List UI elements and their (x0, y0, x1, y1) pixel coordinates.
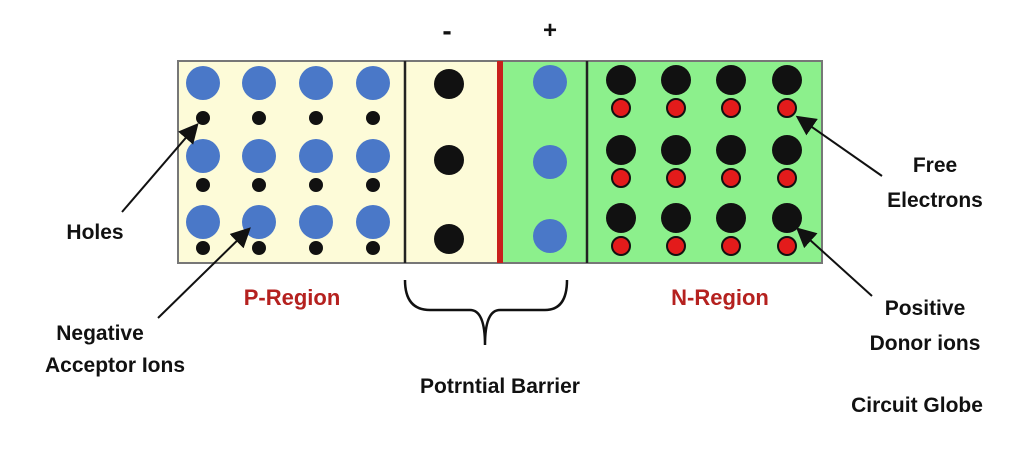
holes-label: Holes (66, 221, 123, 244)
acceptor-ion (242, 66, 276, 100)
depletion-positive-ion (533, 65, 567, 99)
acceptor-ion (356, 66, 390, 100)
p-region-label: P-Region (244, 285, 341, 310)
donor-ion (666, 236, 686, 256)
acceptor-ion (242, 139, 276, 173)
donor-ion (611, 236, 631, 256)
minus-sign: - (442, 15, 451, 46)
free-electron (606, 135, 636, 165)
donor-arrow (796, 227, 873, 297)
acceptor-ion (299, 205, 333, 239)
free-electron (661, 65, 691, 95)
barrier-brace (403, 279, 569, 346)
plus-sign: + (543, 17, 557, 44)
hole (309, 111, 323, 125)
donor-ion (721, 168, 741, 188)
n-region-label: N-Region (671, 285, 769, 310)
free-electron (606, 203, 636, 233)
acceptor-ion (242, 205, 276, 239)
free-electron (716, 203, 746, 233)
free-electron (661, 203, 691, 233)
acceptor-ion (186, 139, 220, 173)
free-electron (772, 135, 802, 165)
donor-ion (611, 98, 631, 118)
free-electron (772, 65, 802, 95)
hole (309, 178, 323, 192)
negative-acceptor-label-1: Negative (56, 322, 144, 345)
positive-donor-label-2: Donor ions (870, 332, 981, 355)
acceptor-ion (186, 205, 220, 239)
credit-label: Circuit Globe (851, 394, 983, 417)
hole (252, 111, 266, 125)
depletion-negative-ion (434, 145, 464, 175)
donor-ion (666, 168, 686, 188)
free-electron (606, 65, 636, 95)
free-electrons-label-2: Electrons (887, 189, 983, 212)
depletion-positive-ion (533, 145, 567, 179)
depletion-negative-ion (434, 69, 464, 99)
donor-ion (777, 98, 797, 118)
hole (366, 178, 380, 192)
hole (196, 111, 210, 125)
free-electrons-label-1: Free (913, 154, 957, 177)
acceptor-ion (299, 66, 333, 100)
donor-ion (777, 168, 797, 188)
hole (366, 111, 380, 125)
hole (252, 178, 266, 192)
donor-ion (611, 168, 631, 188)
donor-ion (777, 236, 797, 256)
acceptor-ion (356, 205, 390, 239)
hole (309, 241, 323, 255)
acceptor-ion (186, 66, 220, 100)
positive-donor-label-1: Positive (885, 297, 966, 320)
acceptor-ion (356, 139, 390, 173)
hole (252, 241, 266, 255)
hole (196, 178, 210, 192)
free-electron (716, 65, 746, 95)
depletion-positive-ion (533, 219, 567, 253)
free-electron (716, 135, 746, 165)
free-electron (772, 203, 802, 233)
acceptor-arrow (157, 227, 251, 319)
hole (196, 241, 210, 255)
donor-ion (721, 98, 741, 118)
negative-acceptor-label-2: Acceptor Ions (45, 354, 185, 377)
depletion-negative-ion (434, 224, 464, 254)
donor-ion (666, 98, 686, 118)
hole (366, 241, 380, 255)
acceptor-ion (299, 139, 333, 173)
donor-ion (721, 236, 741, 256)
potential-barrier-label: Potrntial Barrier (420, 375, 580, 398)
free-electrons-arrow (795, 115, 883, 177)
holes-arrow (121, 122, 199, 213)
free-electron (661, 135, 691, 165)
